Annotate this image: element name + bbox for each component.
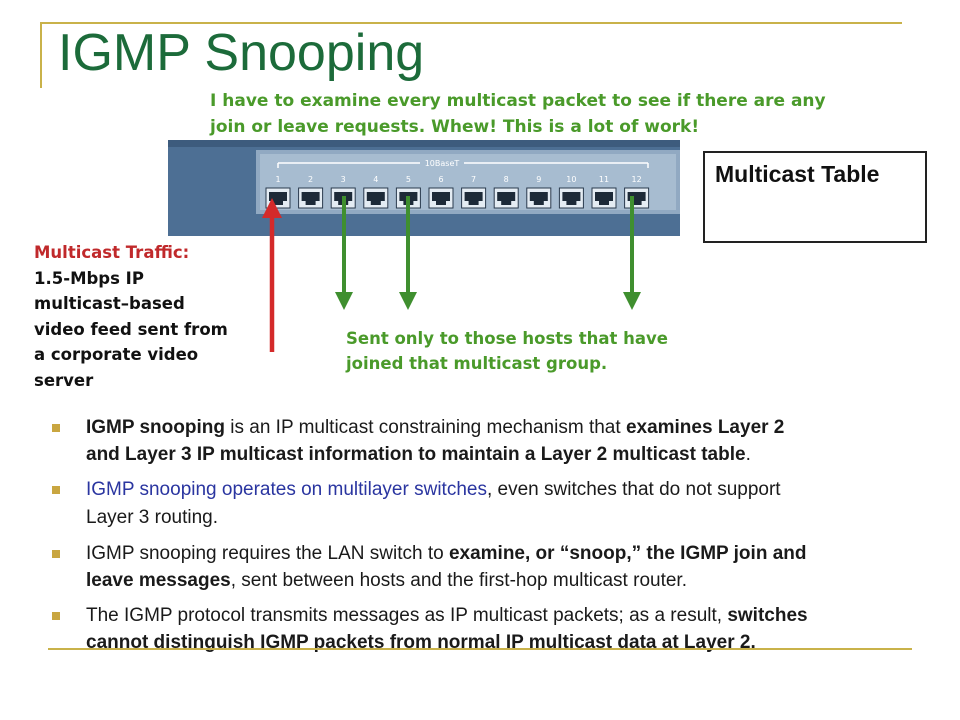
bullet-1-line-2: and Layer 3 IP multicast information to … xyxy=(86,444,751,465)
bullet-item-1: IGMP snooping is an IP multicast constra… xyxy=(48,414,953,468)
traffic-line-3: video feed sent from xyxy=(34,319,228,339)
port-number-label: 12 xyxy=(632,175,642,184)
port-number-label: 5 xyxy=(406,175,411,184)
switch-top-edge xyxy=(168,140,680,147)
top-callout-line-1: I have to examine every multicast packet… xyxy=(210,91,826,111)
bullet-item-2: IGMP snooping operates on multilayer swi… xyxy=(48,476,953,532)
top-callout: I have to examine every multicast packet… xyxy=(210,88,890,140)
port-number-label: 6 xyxy=(438,175,443,184)
rj45-jack-icon xyxy=(464,192,483,205)
mid-callout-line-2: joined that multicast group. xyxy=(346,354,608,373)
bullet-item-4: The IGMP protocol transmits messages as … xyxy=(48,602,953,656)
traffic-line-2: multicast–based xyxy=(34,294,185,314)
port-number-label: 1 xyxy=(275,175,280,184)
traffic-heading: Multicast Traffic: xyxy=(34,243,190,262)
bullet-item-3: IGMP snooping requires the LAN switch to… xyxy=(48,540,953,594)
rj45-jack-icon xyxy=(562,192,581,205)
rj45-jack-icon xyxy=(595,192,613,205)
page-title: IGMP Snooping xyxy=(58,24,425,82)
traffic-line-1: 1.5-Mbps IP xyxy=(34,268,144,288)
bullet-1-line-1: IGMP snooping is an IP multicast constra… xyxy=(86,417,785,438)
rj45-jack-icon xyxy=(301,192,320,205)
port-number-label: 10 xyxy=(566,175,576,184)
mid-callout: Sent only to those hosts that have joine… xyxy=(346,326,746,376)
title-rule-top xyxy=(40,22,902,24)
port-number-label: 3 xyxy=(341,175,346,184)
bullet-3-line-1: IGMP snooping requires the LAN switch to… xyxy=(86,543,807,564)
bullet-3-line-2: leave messages, sent between hosts and t… xyxy=(86,570,687,591)
rj45-jack-icon xyxy=(529,192,548,205)
switch-banner-bg xyxy=(420,156,464,168)
bullet-square-icon xyxy=(52,486,60,494)
bullet-2-line-1: IGMP snooping operates on multilayer swi… xyxy=(86,479,781,500)
rj45-jack-icon xyxy=(497,192,516,205)
switch-banner-label: 10BaseT xyxy=(425,159,460,168)
rj45-jack-icon xyxy=(432,192,450,205)
bullet-2-line-2: Layer 3 routing. xyxy=(86,507,219,528)
port-number-label: 4 xyxy=(373,175,378,184)
traffic-line-5: server xyxy=(34,370,94,390)
bullet-4-line-2: cannot distinguish IGMP packets from nor… xyxy=(86,632,756,653)
multicast-table-label: Multicast Table xyxy=(715,161,880,187)
multicast-traffic-note: Multicast Traffic: 1.5-Mbps IP multicast… xyxy=(34,240,264,394)
port-number-label: 7 xyxy=(471,175,476,184)
traffic-line-4: a corporate video xyxy=(34,345,199,365)
bullet-square-icon xyxy=(52,424,60,432)
bullet-square-icon xyxy=(52,612,60,620)
port-number-label: 2 xyxy=(308,175,313,184)
title-rule-left xyxy=(40,22,42,88)
top-callout-line-2: join or leave requests. Whew! This is a … xyxy=(210,117,700,137)
bottom-rule xyxy=(48,648,912,650)
bullet-4-line-1: The IGMP protocol transmits messages as … xyxy=(86,605,808,626)
multicast-table-box: Multicast Table xyxy=(703,151,927,243)
bullet-list: IGMP snooping is an IP multicast constra… xyxy=(48,414,953,664)
port-number-label: 11 xyxy=(599,175,609,184)
mid-callout-line-1: Sent only to those hosts that have xyxy=(346,329,668,348)
port-number-label: 8 xyxy=(504,175,509,184)
bullet-square-icon xyxy=(52,550,60,558)
port-number-label: 9 xyxy=(536,175,541,184)
rj45-jack-icon xyxy=(366,192,385,205)
